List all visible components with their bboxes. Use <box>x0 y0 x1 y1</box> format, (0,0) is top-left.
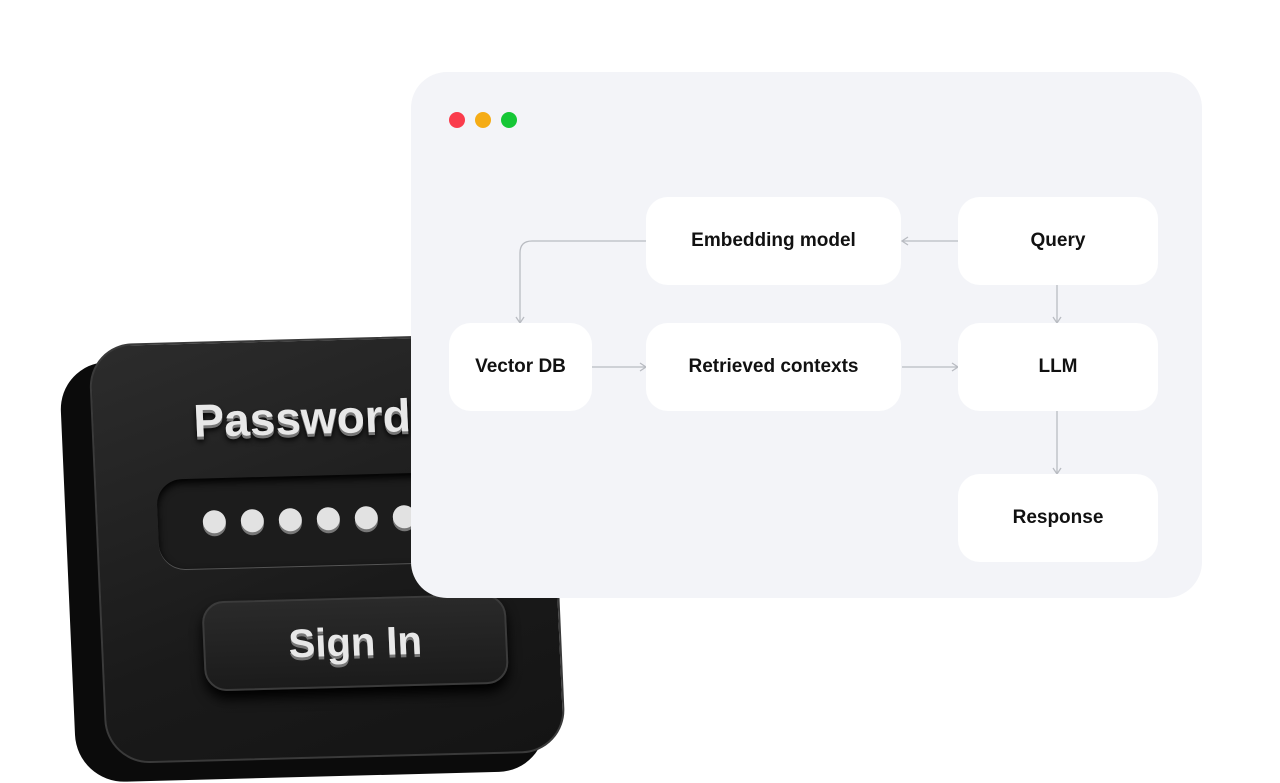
node-query: Query <box>958 197 1158 285</box>
edge-embedding-vectordb <box>515 240 646 325</box>
node-vector-db: Vector DB <box>449 323 592 411</box>
edge-llm-response <box>1052 411 1062 476</box>
edge-query-embedding <box>900 236 958 246</box>
maximize-dot-icon[interactable] <box>501 112 517 128</box>
node-retrieved-contexts: Retrieved contexts <box>646 323 901 411</box>
minimize-dot-icon[interactable] <box>475 112 491 128</box>
password-label: Password <box>192 389 412 447</box>
sign-in-button: Sign In <box>201 593 510 692</box>
node-embedding-model: Embedding model <box>646 197 901 285</box>
edge-vectordb-retrieved <box>592 362 648 372</box>
node-response: Response <box>958 474 1158 562</box>
close-dot-icon[interactable] <box>449 112 465 128</box>
node-llm: LLM <box>958 323 1158 411</box>
edge-retrieved-llm <box>902 362 960 372</box>
diagram-window: Embedding model Query Vector DB Retrieve… <box>411 72 1202 598</box>
edge-query-llm <box>1052 285 1062 325</box>
masked-password-dots <box>202 504 417 534</box>
